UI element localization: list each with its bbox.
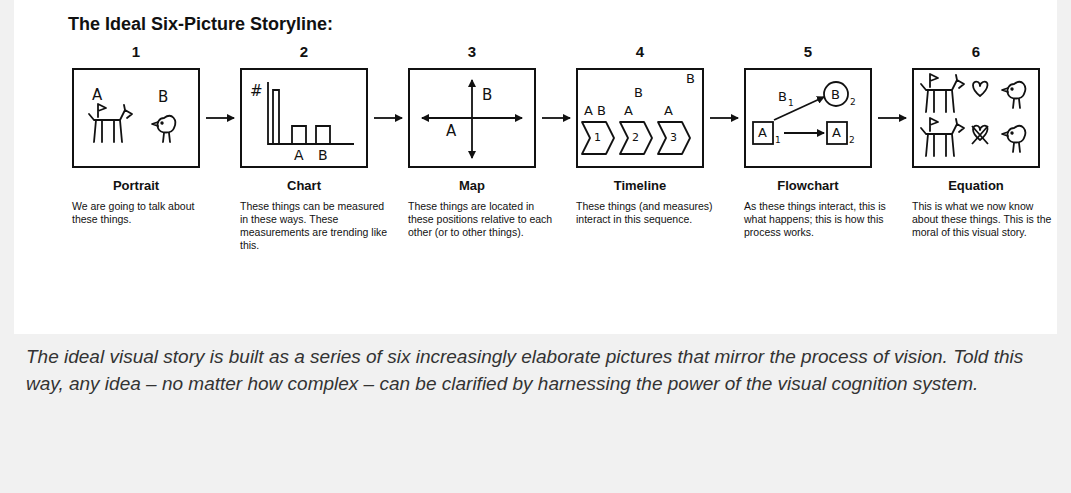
flow-arrow bbox=[878, 117, 906, 119]
picture-box: 2ChartThese things can be measured in th… bbox=[240, 68, 368, 168]
sketch-letter: 1 bbox=[594, 132, 601, 143]
sketch-letter: B bbox=[634, 86, 643, 99]
flow-arrow bbox=[542, 117, 570, 119]
picture-box: 5FlowchartAs these things interact, this… bbox=[744, 68, 872, 168]
step-name: Chart bbox=[242, 178, 366, 193]
step-description: These things (and measures) interact in … bbox=[576, 200, 726, 226]
sketch-letter: 2 bbox=[632, 132, 639, 143]
sketch-letter: A bbox=[624, 104, 633, 117]
sketch-letter: A bbox=[584, 104, 593, 117]
flow-arrow bbox=[206, 117, 234, 119]
sketch-letter: 3 bbox=[670, 132, 677, 143]
flow-arrow bbox=[710, 117, 738, 119]
sketch-letter: # bbox=[250, 84, 263, 99]
sketch-letter: 1 bbox=[775, 136, 781, 145]
sketch-letter: 2 bbox=[850, 98, 856, 107]
step-name: Flowchart bbox=[746, 178, 870, 193]
sketch-letter: B bbox=[686, 72, 695, 85]
sketch-letter: 1 bbox=[788, 99, 794, 108]
step-description: These things can be measured in these wa… bbox=[240, 200, 390, 253]
sketch-letter: B bbox=[597, 104, 606, 117]
step-description: This is what we now know about these thi… bbox=[912, 200, 1062, 239]
step-number: 2 bbox=[242, 43, 366, 60]
sketch-letter: A bbox=[92, 88, 102, 103]
sketch-letter: A bbox=[664, 104, 673, 117]
picture-box: 6EquationThis is what we now know about … bbox=[912, 68, 1040, 168]
step-number: 5 bbox=[746, 43, 870, 60]
figure-caption: The ideal visual story is built as a ser… bbox=[26, 344, 1056, 398]
sketch-letter: B bbox=[158, 90, 168, 105]
sketch-letter: A bbox=[832, 126, 841, 139]
chart-sketch bbox=[268, 82, 354, 144]
sketch-letter: 2 bbox=[849, 136, 855, 145]
step-name: Equation bbox=[914, 178, 1038, 193]
sketch-letter: A bbox=[446, 124, 456, 139]
flowchart-sketch bbox=[753, 82, 848, 144]
step-description: As these things interact, this is what h… bbox=[744, 200, 894, 239]
step-name: Portrait bbox=[74, 178, 198, 193]
picture-box: 4TimelineThese things (and measures) int… bbox=[576, 68, 704, 168]
map-sketch bbox=[422, 80, 522, 158]
equation-sketch bbox=[921, 74, 1025, 156]
step-name: Timeline bbox=[578, 178, 702, 193]
timeline-sketch bbox=[582, 122, 690, 154]
step-number: 3 bbox=[410, 43, 534, 60]
step-description: We are going to talk about these things. bbox=[72, 200, 222, 226]
flow-arrow bbox=[374, 117, 402, 119]
sketch-letter: B bbox=[831, 88, 840, 101]
sketch-letter: B bbox=[482, 88, 492, 103]
step-description: These things are located in these positi… bbox=[408, 200, 558, 239]
diagram-title: The Ideal Six-Picture Storyline: bbox=[68, 14, 333, 35]
sketch-letter: A bbox=[294, 148, 304, 162]
picture-box: 3MapThese things are located in these po… bbox=[408, 68, 536, 168]
step-name: Map bbox=[410, 178, 534, 193]
picture-box: 1PortraitWe are going to talk about thes… bbox=[72, 68, 200, 168]
portrait-sketch bbox=[89, 104, 175, 142]
sketch-letter: A bbox=[758, 126, 767, 139]
step-number: 1 bbox=[74, 43, 198, 60]
sketch-letter: B bbox=[778, 90, 787, 103]
step-number: 4 bbox=[578, 43, 702, 60]
step-number: 6 bbox=[914, 43, 1038, 60]
sketch-letter: B bbox=[318, 148, 328, 162]
